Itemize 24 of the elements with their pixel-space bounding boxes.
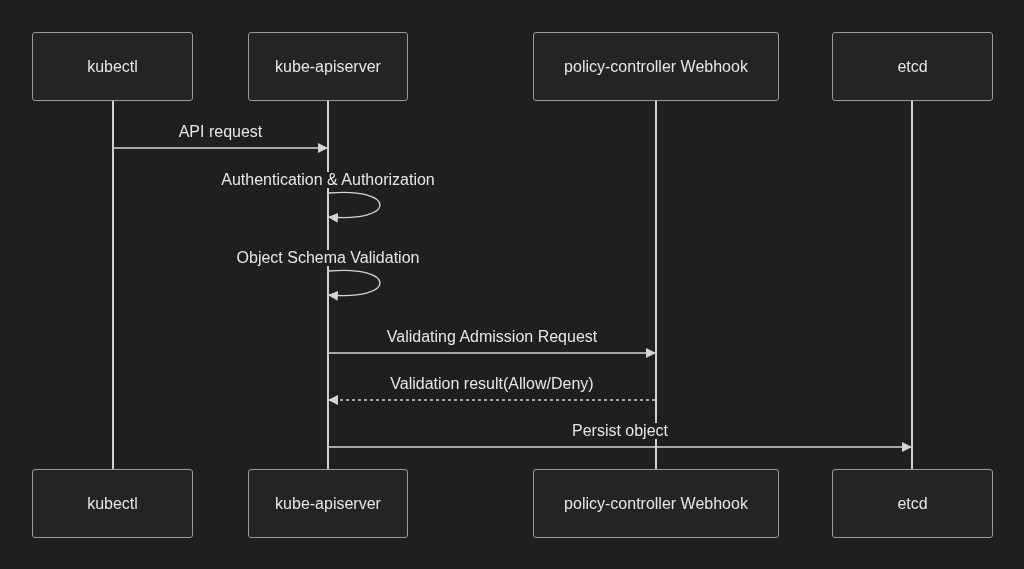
self-message-arrow	[328, 269, 381, 301]
participant-box: etcd	[832, 32, 993, 101]
participant-box: policy-controller Webhook	[533, 469, 779, 538]
message-arrow	[328, 442, 912, 452]
edge-label: Authentication & Authorization	[219, 172, 437, 188]
message-arrow	[328, 348, 656, 358]
lifeline	[112, 101, 114, 469]
participant-box: kubectl	[32, 469, 193, 538]
participant-box: kube-apiserver	[248, 469, 408, 538]
edge-label: Validation result(Allow/Deny)	[388, 376, 596, 392]
edge-label: Persist object	[570, 423, 670, 439]
edge-label: API request	[176, 124, 265, 140]
participant-box: policy-controller Webhook	[533, 32, 779, 101]
participant-box: kube-apiserver	[248, 32, 408, 101]
lifeline	[655, 101, 657, 469]
participant-box: kubectl	[32, 32, 193, 101]
lifeline	[327, 101, 329, 469]
edge-label: Object Schema Validation	[234, 250, 422, 266]
message-arrow	[113, 143, 328, 153]
message-arrow	[328, 395, 656, 405]
edge-label: Validating Admission Request	[384, 329, 600, 345]
participant-box: etcd	[832, 469, 993, 538]
self-message-arrow	[328, 191, 381, 223]
lifeline	[911, 101, 913, 469]
